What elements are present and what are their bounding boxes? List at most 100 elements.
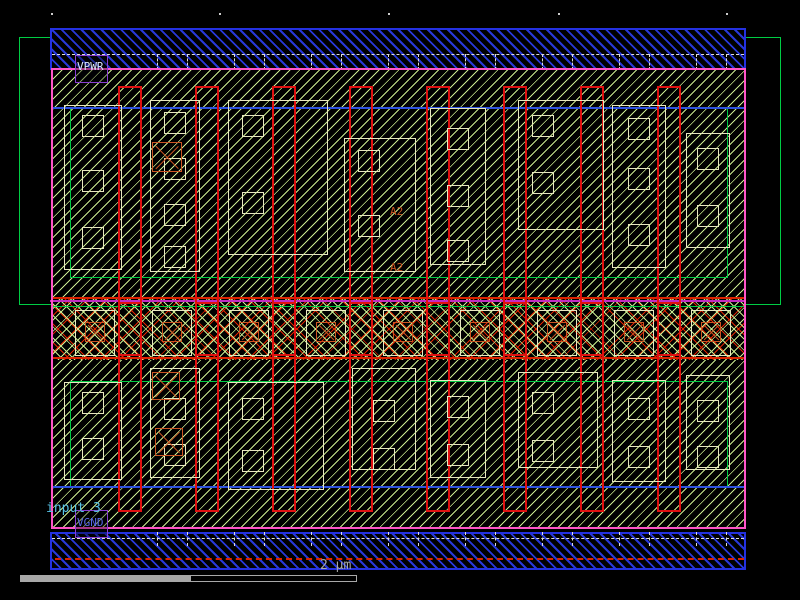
met-edge-bottom (53, 357, 745, 359)
via-contact[interactable] (393, 322, 413, 342)
ruler-tick (558, 13, 560, 15)
boundary-dash (234, 532, 235, 546)
via-contact[interactable] (547, 322, 567, 342)
met-edge-top (53, 297, 745, 299)
li-contact-strip[interactable] (686, 133, 730, 248)
contact-square (697, 446, 719, 468)
cell-boundary[interactable] (51, 68, 746, 529)
implant-line-bottom (53, 486, 745, 488)
boundary-dash (187, 54, 188, 70)
poly-gate[interactable] (503, 302, 527, 512)
li-contact-strip[interactable] (686, 375, 730, 470)
via-enclosure (537, 310, 577, 356)
via-contact[interactable] (155, 428, 183, 456)
contact-square (628, 446, 650, 468)
via-contact[interactable] (162, 322, 182, 342)
boundary-dash (388, 54, 389, 70)
via-contact[interactable] (316, 322, 336, 342)
li-contact-strip[interactable] (612, 380, 666, 482)
contact-square (532, 440, 554, 462)
boundary-dash (234, 54, 235, 70)
poly-gate[interactable] (118, 86, 142, 356)
li-contact-strip[interactable] (64, 382, 122, 480)
poly-gate[interactable] (426, 86, 450, 356)
poly-gate[interactable] (503, 86, 527, 356)
scale-bar-outline (190, 575, 357, 582)
poly-gate[interactable] (580, 302, 604, 512)
boundary-dash (465, 54, 466, 70)
li-contact-strip[interactable] (430, 108, 486, 265)
li-contact-strip[interactable] (612, 105, 666, 268)
li-contact-strip[interactable] (518, 372, 598, 468)
ruler-tick (219, 13, 221, 15)
li-contact-strip[interactable] (228, 382, 324, 490)
via-enclosure (691, 310, 731, 356)
via-enclosure (306, 310, 346, 356)
poly-gate[interactable] (349, 86, 373, 356)
via-contact[interactable] (624, 322, 644, 342)
boundary-dash (726, 532, 727, 546)
rail-red-dash (55, 558, 744, 560)
li-contact-strip[interactable] (228, 100, 328, 255)
li-contact-strip[interactable] (430, 380, 486, 478)
li-contact-strip[interactable] (518, 100, 604, 230)
via-enclosure (614, 310, 654, 356)
contact-square (628, 118, 650, 140)
poly-gate[interactable] (272, 302, 296, 512)
contact-square (447, 185, 469, 207)
vpwr-rail[interactable] (50, 28, 746, 70)
poly-gate[interactable] (195, 86, 219, 356)
boundary-dash (696, 532, 697, 546)
boundary-dash (157, 532, 158, 546)
boundary-dash (157, 54, 158, 70)
contact-square (242, 192, 264, 214)
contact-square (447, 396, 469, 418)
contact-square (628, 168, 650, 190)
boundary-dash (465, 532, 466, 546)
boundary-dash (341, 54, 342, 70)
via-contact[interactable] (470, 322, 490, 342)
via-contact[interactable] (85, 322, 105, 342)
via-contact[interactable] (239, 322, 259, 342)
boundary-dash (572, 532, 573, 546)
contact-square (242, 115, 264, 137)
rail-boundary-dash (52, 54, 744, 55)
via-contact[interactable] (152, 372, 180, 400)
rail-boundary-dash (52, 538, 744, 539)
li-contact-strip[interactable] (150, 368, 200, 478)
boundary-dash (311, 54, 312, 70)
via-enclosure (383, 310, 423, 356)
boundary-dash (418, 54, 419, 70)
ruler-tick (51, 13, 53, 15)
boundary-dash (649, 54, 650, 70)
scale-label: 2 μm (320, 558, 352, 573)
li-contact-strip[interactable] (344, 138, 416, 272)
via-contact[interactable] (152, 142, 182, 172)
poly-gate[interactable] (657, 302, 681, 512)
poly-gate[interactable] (657, 86, 681, 356)
poly-gate[interactable] (118, 302, 142, 512)
boundary-dash (649, 532, 650, 546)
via-contact[interactable] (701, 322, 721, 342)
contact-square (242, 450, 264, 472)
contact-square (373, 448, 395, 470)
boundary-dash (542, 532, 543, 546)
boundary-dash (187, 532, 188, 546)
ruler-tick (388, 13, 390, 15)
contact-square (628, 398, 650, 420)
contact-square (447, 240, 469, 262)
boundary-dash (311, 532, 312, 546)
li-contact-strip[interactable] (150, 100, 200, 272)
contact-square (697, 205, 719, 227)
contact-square (358, 215, 380, 237)
net-label: A2 (390, 261, 404, 274)
poly-gate[interactable] (349, 302, 373, 512)
poly-gate[interactable] (195, 302, 219, 512)
contact-square (373, 400, 395, 422)
li-contact-strip[interactable] (64, 105, 122, 270)
poly-gate[interactable] (272, 86, 296, 356)
net-label: A2 (390, 205, 404, 218)
poly-gate[interactable] (426, 302, 450, 512)
